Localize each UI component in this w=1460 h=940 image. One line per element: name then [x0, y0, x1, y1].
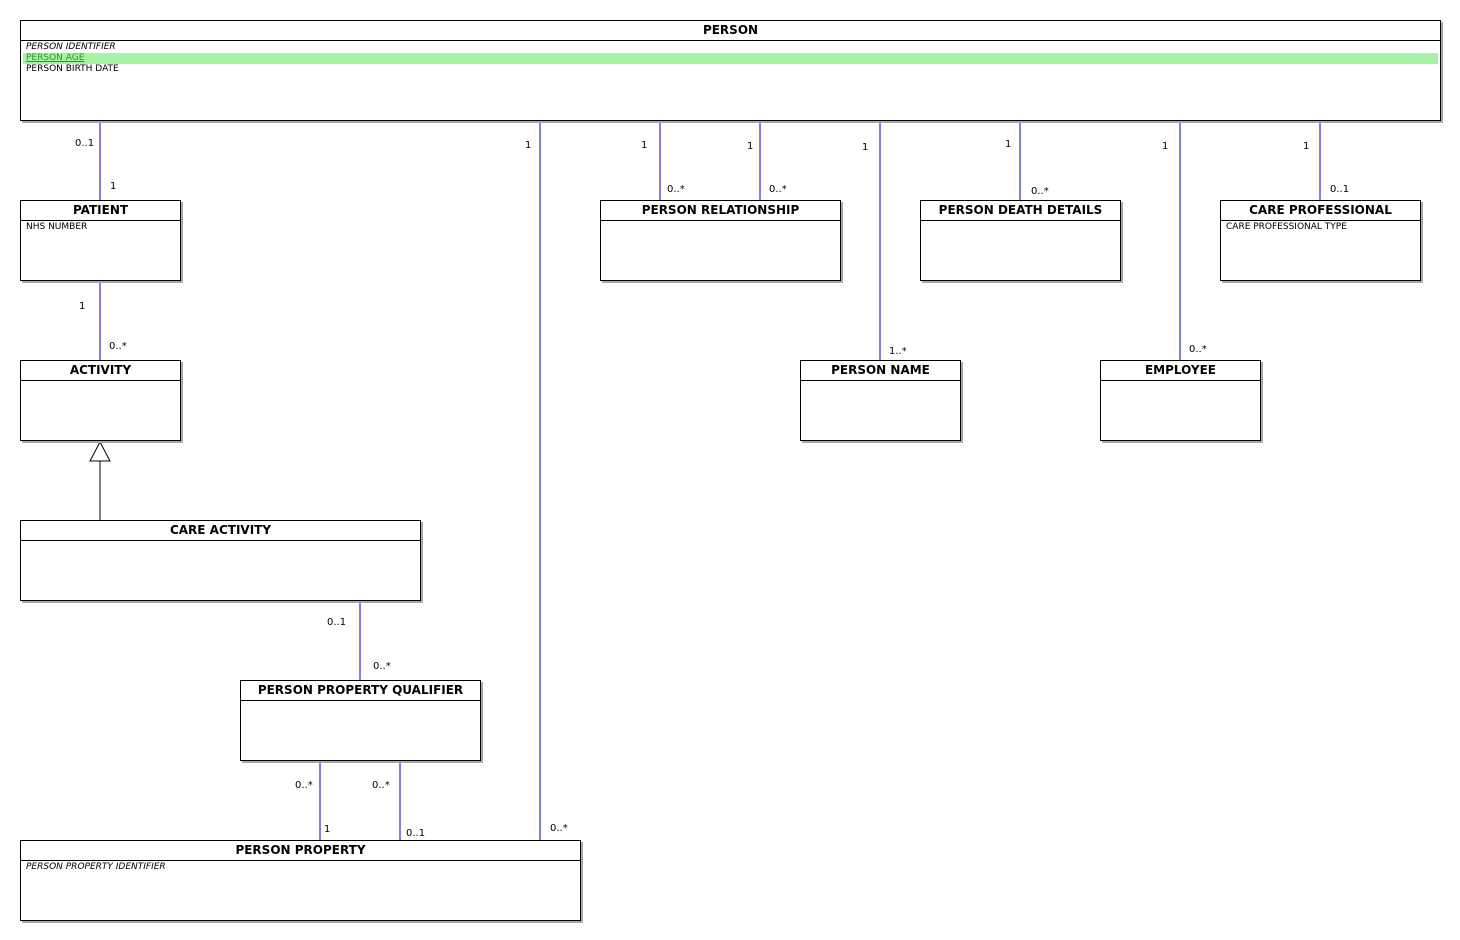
entity-person-property-qualifier[interactable]: PERSON PROPERTY QUALIFIER	[240, 680, 481, 761]
multiplicity-label: 0..*	[769, 184, 787, 195]
multiplicity-label: 1	[79, 301, 86, 312]
attribute-list: NHS NUMBER	[21, 221, 180, 233]
multiplicity-label: 0..1	[1330, 184, 1350, 195]
multiplicity-label: 0..*	[667, 184, 685, 195]
attribute-nhs-number: NHS NUMBER	[26, 222, 88, 232]
multiplicity-label: 1	[324, 824, 331, 835]
entity-title: EMPLOYEE	[1101, 361, 1260, 381]
entity-title: PERSON RELATIONSHIP	[601, 201, 840, 221]
attribute-care-professional-type: CARE PROFESSIONAL TYPE	[1226, 222, 1347, 232]
multiplicity-label: 1	[1005, 139, 1012, 150]
entity-activity[interactable]: ACTIVITY	[20, 360, 181, 441]
entity-person-relationship[interactable]: PERSON RELATIONSHIP	[600, 200, 841, 281]
multiplicity-label: 1..*	[889, 346, 907, 357]
multiplicity-label: 1	[862, 142, 869, 153]
multiplicity-label: 0..1	[75, 138, 95, 149]
attribute-person-birth-date: PERSON BIRTH DATE	[26, 64, 119, 74]
entity-title: PERSON	[21, 21, 1440, 41]
attribute-list: PERSON PROPERTY IDENTIFIER	[21, 861, 580, 873]
entity-person-name[interactable]: PERSON NAME	[800, 360, 961, 441]
entity-title: PERSON NAME	[801, 361, 960, 381]
multiplicity-label: 0..*	[109, 341, 127, 352]
generalization-arrowhead	[89, 440, 111, 462]
attribute-list: CARE PROFESSIONAL TYPE	[1221, 221, 1420, 233]
attribute-person-identifier: PERSON IDENTIFIER	[26, 42, 116, 52]
entity-person-property[interactable]: PERSON PROPERTY PERSON PROPERTY IDENTIFI…	[20, 840, 581, 921]
multiplicity-label: 1	[747, 141, 754, 152]
attribute-person-property-identifier: PERSON PROPERTY IDENTIFIER	[26, 862, 166, 872]
multiplicity-label: 0..*	[372, 780, 390, 791]
multiplicity-label: 0..*	[373, 661, 391, 672]
multiplicity-label: 0..*	[295, 780, 313, 791]
attribute-list: PERSON IDENTIFIER PERSON AGE PERSON BIRT…	[21, 41, 1440, 75]
entity-patient[interactable]: PATIENT NHS NUMBER	[20, 200, 181, 281]
multiplicity-label: 0..*	[550, 823, 568, 834]
entity-title: PERSON PROPERTY QUALIFIER	[241, 681, 480, 701]
entity-person-death-details[interactable]: PERSON DEATH DETAILS	[920, 200, 1121, 281]
multiplicity-label: 0..*	[1189, 344, 1207, 355]
multiplicity-label: 1	[525, 140, 532, 151]
multiplicity-label: 1	[1162, 141, 1169, 152]
multiplicity-label: 0..1	[327, 617, 347, 628]
entity-employee[interactable]: EMPLOYEE	[1100, 360, 1261, 441]
multiplicity-label: 1	[110, 181, 117, 192]
multiplicity-label: 0..1	[406, 828, 426, 839]
multiplicity-label: 1	[641, 140, 648, 151]
attribute-person-age[interactable]: PERSON AGE	[23, 53, 1438, 64]
entity-person[interactable]: PERSON PERSON IDENTIFIER PERSON AGE PERS…	[20, 20, 1441, 121]
entity-title: ACTIVITY	[21, 361, 180, 381]
multiplicity-label: 1	[1303, 141, 1310, 152]
entity-title: PATIENT	[21, 201, 180, 221]
entity-title: PERSON PROPERTY	[21, 841, 580, 861]
entity-title: CARE PROFESSIONAL	[1221, 201, 1420, 221]
multiplicity-label: 0..*	[1031, 186, 1049, 197]
entity-title: PERSON DEATH DETAILS	[921, 201, 1120, 221]
entity-title: CARE ACTIVITY	[21, 521, 420, 541]
entity-care-activity[interactable]: CARE ACTIVITY	[20, 520, 421, 601]
entity-care-professional[interactable]: CARE PROFESSIONAL CARE PROFESSIONAL TYPE	[1220, 200, 1421, 281]
